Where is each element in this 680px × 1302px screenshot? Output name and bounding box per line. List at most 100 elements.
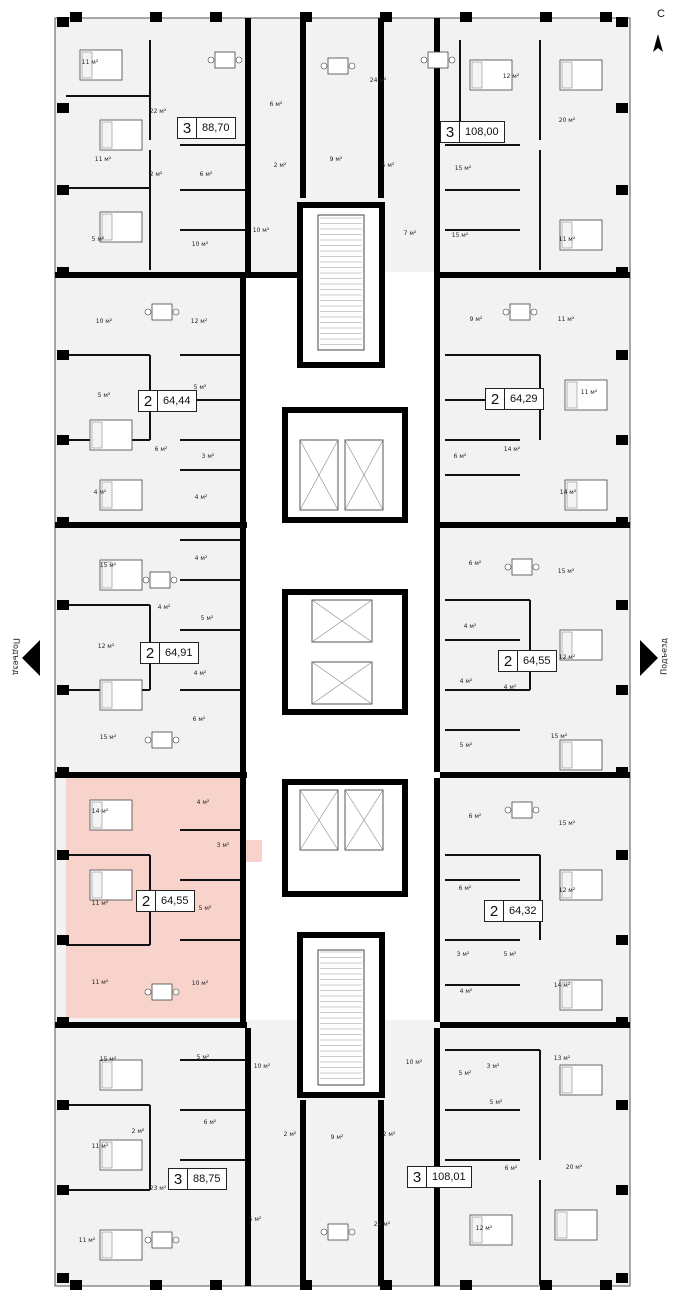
room-area-label: 6 м² [469, 813, 482, 820]
facade-column [616, 103, 628, 113]
wall [440, 522, 630, 528]
room-area-label: 15 м² [100, 1056, 117, 1063]
room-area-label: 7 м² [404, 230, 417, 237]
furniture [79, 49, 608, 1261]
facade-column [616, 850, 628, 860]
facade-column [300, 12, 312, 22]
facade-column [616, 767, 628, 777]
table [149, 571, 171, 589]
wall [55, 772, 247, 778]
wall [245, 1028, 251, 1286]
apartment-rooms: 2 [486, 389, 505, 409]
pillow [91, 871, 103, 899]
wall [434, 1028, 440, 1286]
chair [235, 56, 243, 64]
room-area-label: 14 м² [92, 808, 109, 815]
facade-column [57, 1273, 69, 1283]
facade-column [616, 185, 628, 195]
facade-column [616, 267, 628, 277]
apartment-rooms: 3 [169, 1169, 188, 1189]
room-area-label: 24 м² [370, 77, 387, 84]
facade-columns [57, 12, 628, 1290]
room-area-label: 20 м² [559, 117, 576, 124]
room-area-label: 14 м² [504, 446, 521, 453]
room-area-label: 5 м² [199, 905, 212, 912]
elevator-cross [299, 789, 339, 851]
room-area-label: 5 м² [460, 742, 473, 749]
facade-column [540, 1280, 552, 1290]
room-area-label: 23 м² [150, 1185, 167, 1192]
facade-column [57, 350, 69, 360]
room-area-label: 15 м² [100, 734, 117, 741]
wall [55, 272, 301, 278]
apartment-area: 88,75 [193, 1173, 221, 1185]
facade-column [57, 685, 69, 695]
room-area-label: 12 м² [503, 73, 520, 80]
table [214, 51, 236, 69]
apartment-rooms: 2 [499, 651, 518, 671]
table [327, 57, 349, 75]
room-area-label: 4 м² [94, 489, 107, 496]
room-area-label: 6 м² [193, 716, 206, 723]
room-area-label: 11 м² [581, 389, 598, 396]
elevator-cabins [299, 439, 384, 851]
room-area-label: 20 м² [566, 1164, 583, 1171]
chair [504, 563, 512, 571]
room-area-label: 5 м² [249, 1216, 262, 1223]
chair [348, 1228, 356, 1236]
wall [300, 18, 306, 198]
chair [144, 988, 152, 996]
table [511, 558, 533, 576]
wall [55, 522, 247, 528]
room-area-label: 11 м² [559, 236, 576, 243]
facade-column [57, 1017, 69, 1027]
facade-column [300, 1280, 312, 1290]
pillow [561, 741, 573, 769]
room-area-label: 2 м² [274, 162, 287, 169]
chair [142, 576, 150, 584]
chair [320, 62, 328, 70]
room-area-label: 14 м² [560, 489, 577, 496]
facade-column [57, 600, 69, 610]
facade-column [70, 12, 82, 22]
room-area-label: 12 м² [98, 643, 115, 650]
pillow [561, 221, 573, 249]
pillow [81, 51, 93, 79]
wall [378, 1100, 384, 1286]
chair [144, 736, 152, 744]
table [151, 303, 173, 321]
room-area-label: 2 м² [383, 1131, 396, 1138]
facade-column [57, 435, 69, 445]
chair [502, 308, 510, 316]
facade-column [616, 1185, 628, 1195]
facade-column [70, 1280, 82, 1290]
stair-steps [320, 217, 362, 1079]
room-area-label: 3 м² [217, 842, 230, 849]
room-area-label: 6 м² [204, 1119, 217, 1126]
facade-column [57, 767, 69, 777]
facade-column [616, 1100, 628, 1110]
pillow [101, 213, 113, 241]
chair [170, 576, 178, 584]
room-area-label: 4 м² [195, 494, 208, 501]
room-area-label: 11 м² [558, 316, 575, 323]
pillow [101, 121, 113, 149]
room-area-label: 3 м² [202, 453, 215, 460]
elevator-stair-core [282, 202, 408, 1098]
room-area-label: 4 м² [197, 799, 210, 806]
north-arrow-icon [653, 34, 663, 52]
facade-column [616, 600, 628, 610]
pillow [471, 61, 483, 89]
facade-column [150, 1280, 162, 1290]
pillow [561, 631, 573, 659]
